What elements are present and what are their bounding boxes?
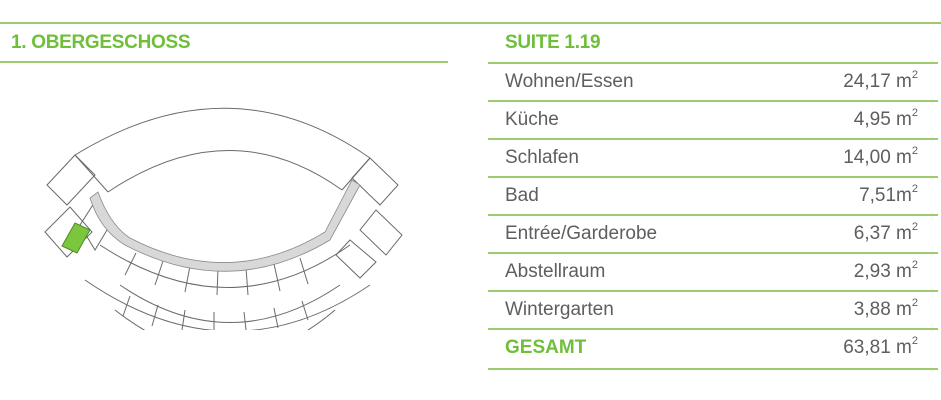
room-label: Schlafen bbox=[505, 147, 579, 168]
room-area: 24,17 m2 bbox=[843, 69, 918, 92]
left-title-rule bbox=[0, 61, 448, 63]
floor-title: 1. OBERGESCHOSS bbox=[11, 32, 191, 53]
room-area: 2,93 m2 bbox=[853, 259, 918, 282]
row-rule bbox=[488, 100, 938, 102]
total-row: GESAMT 63,81 m2 bbox=[488, 329, 938, 367]
suite-title-rule bbox=[488, 62, 938, 64]
room-area: 14,00 m2 bbox=[843, 145, 918, 168]
corridor-area bbox=[89, 179, 361, 272]
row-rule bbox=[488, 176, 938, 178]
room-label: Abstellraum bbox=[505, 261, 606, 282]
top-rule bbox=[0, 22, 941, 24]
room-row-bad: Bad 7,51m2 bbox=[488, 177, 938, 215]
row-rule bbox=[488, 138, 938, 140]
room-label: Küche bbox=[505, 109, 559, 130]
room-area: 4,95 m2 bbox=[853, 107, 918, 130]
bottom-rule bbox=[488, 368, 938, 370]
suite-title: SUITE 1.19 bbox=[505, 32, 601, 53]
row-rule bbox=[488, 214, 938, 216]
row-rule bbox=[488, 290, 938, 292]
room-label: Entrée/Garderobe bbox=[505, 223, 658, 244]
room-row-wintergarten: Wintergarten 3,88 m2 bbox=[488, 291, 938, 329]
room-row-wohnen-essen: Wohnen/Essen 24,17 m2 bbox=[488, 63, 938, 101]
total-label: GESAMT bbox=[505, 337, 587, 358]
highlighted-suite-unit bbox=[61, 222, 91, 254]
row-rule bbox=[488, 252, 938, 254]
room-row-entree-garderobe: Entrée/Garderobe 6,37 m2 bbox=[488, 215, 938, 253]
room-area: 7,51m2 bbox=[859, 183, 918, 206]
room-area: 6,37 m2 bbox=[853, 221, 918, 244]
row-rule bbox=[488, 328, 938, 330]
floor-plan-diagram bbox=[44, 107, 403, 330]
room-label: Wintergarten bbox=[505, 299, 614, 320]
room-row-schlafen: Schlafen 14,00 m2 bbox=[488, 139, 938, 177]
room-row-abstellraum: Abstellraum 2,93 m2 bbox=[488, 253, 938, 291]
room-row-kueche: Küche 4,95 m2 bbox=[488, 101, 938, 139]
room-area: 3,88 m2 bbox=[853, 297, 918, 320]
total-area: 63,81 m2 bbox=[843, 335, 918, 358]
room-label: Wohnen/Essen bbox=[505, 71, 634, 92]
room-label: Bad bbox=[505, 185, 539, 206]
